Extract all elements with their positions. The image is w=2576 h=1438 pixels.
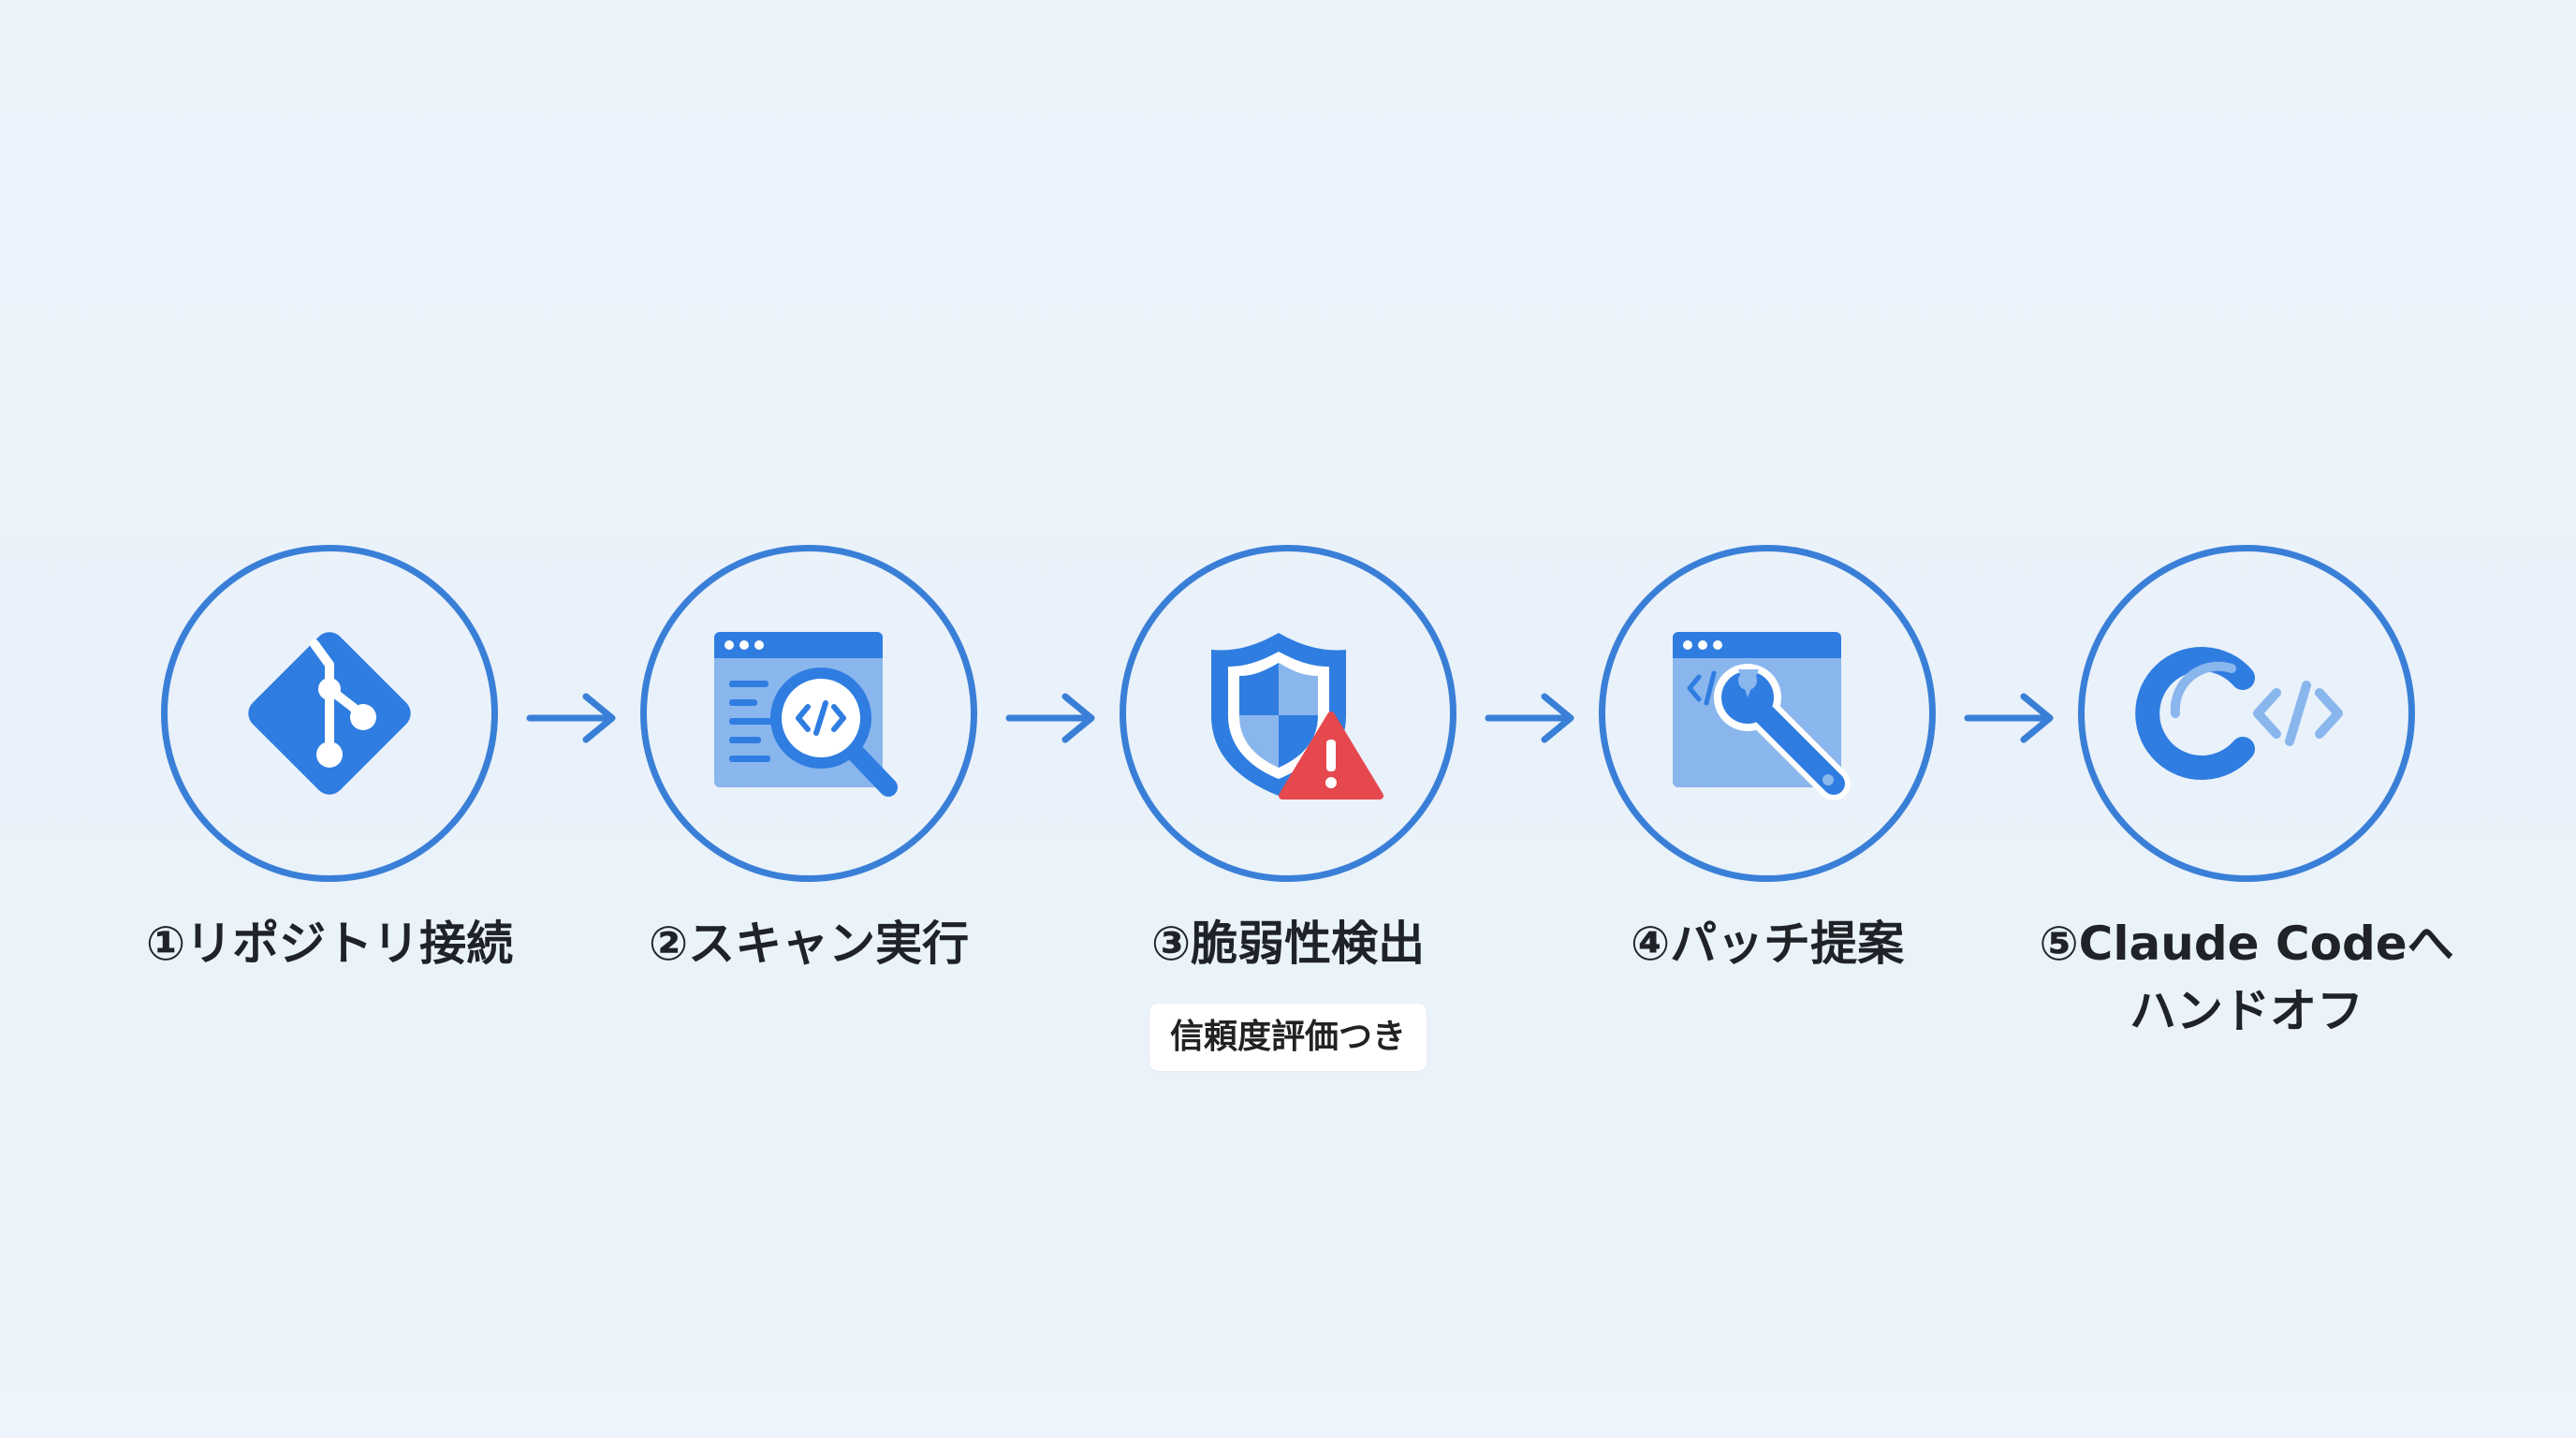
git-icon — [248, 632, 411, 795]
arrow-right-icon — [1964, 693, 2054, 743]
arrow-right-icon — [1005, 693, 1095, 743]
step-vulnerability-detect: ③脆弱性検出 信頼度評価つき — [1114, 545, 1462, 1071]
step-label: ⑤Claude Codeへ ハンドオフ — [1947, 910, 2546, 1045]
code-scan-icon — [714, 632, 898, 797]
arrow-right-icon — [526, 693, 616, 743]
step-label: ①リポジトリ接続 — [145, 917, 514, 971]
step-circle — [1599, 545, 1936, 882]
step-circle — [640, 545, 977, 882]
step-circle — [1120, 545, 1456, 882]
code-wrench-icon — [1673, 632, 1851, 800]
claude-code-icon — [2135, 647, 2343, 780]
step-circle — [161, 545, 498, 882]
step-patch-proposal: ④パッチ提案 — [1593, 545, 1941, 971]
step-repository-connect: ①リポジトリ接続 — [146, 545, 513, 971]
confidence-badge: 信頼度評価つき — [1149, 1004, 1427, 1071]
step-label-line1: ⑤Claude Codeへ — [2039, 917, 2454, 971]
step-label-line2: ハンドオフ — [2130, 984, 2364, 1038]
step-circle — [2078, 545, 2415, 882]
step-label: ②スキャン実行 — [648, 917, 970, 971]
shield-warning-icon — [1211, 633, 1383, 800]
step-label: ④パッチ提案 — [1630, 917, 1905, 971]
step-claude-code-handoff: ⑤Claude Codeへ ハンドオフ — [2039, 545, 2454, 1038]
step-scan-run: ②スキャン実行 — [635, 545, 983, 971]
arrow-right-icon — [1485, 693, 1574, 743]
step-label: ③脆弱性検出 — [1150, 917, 1426, 971]
